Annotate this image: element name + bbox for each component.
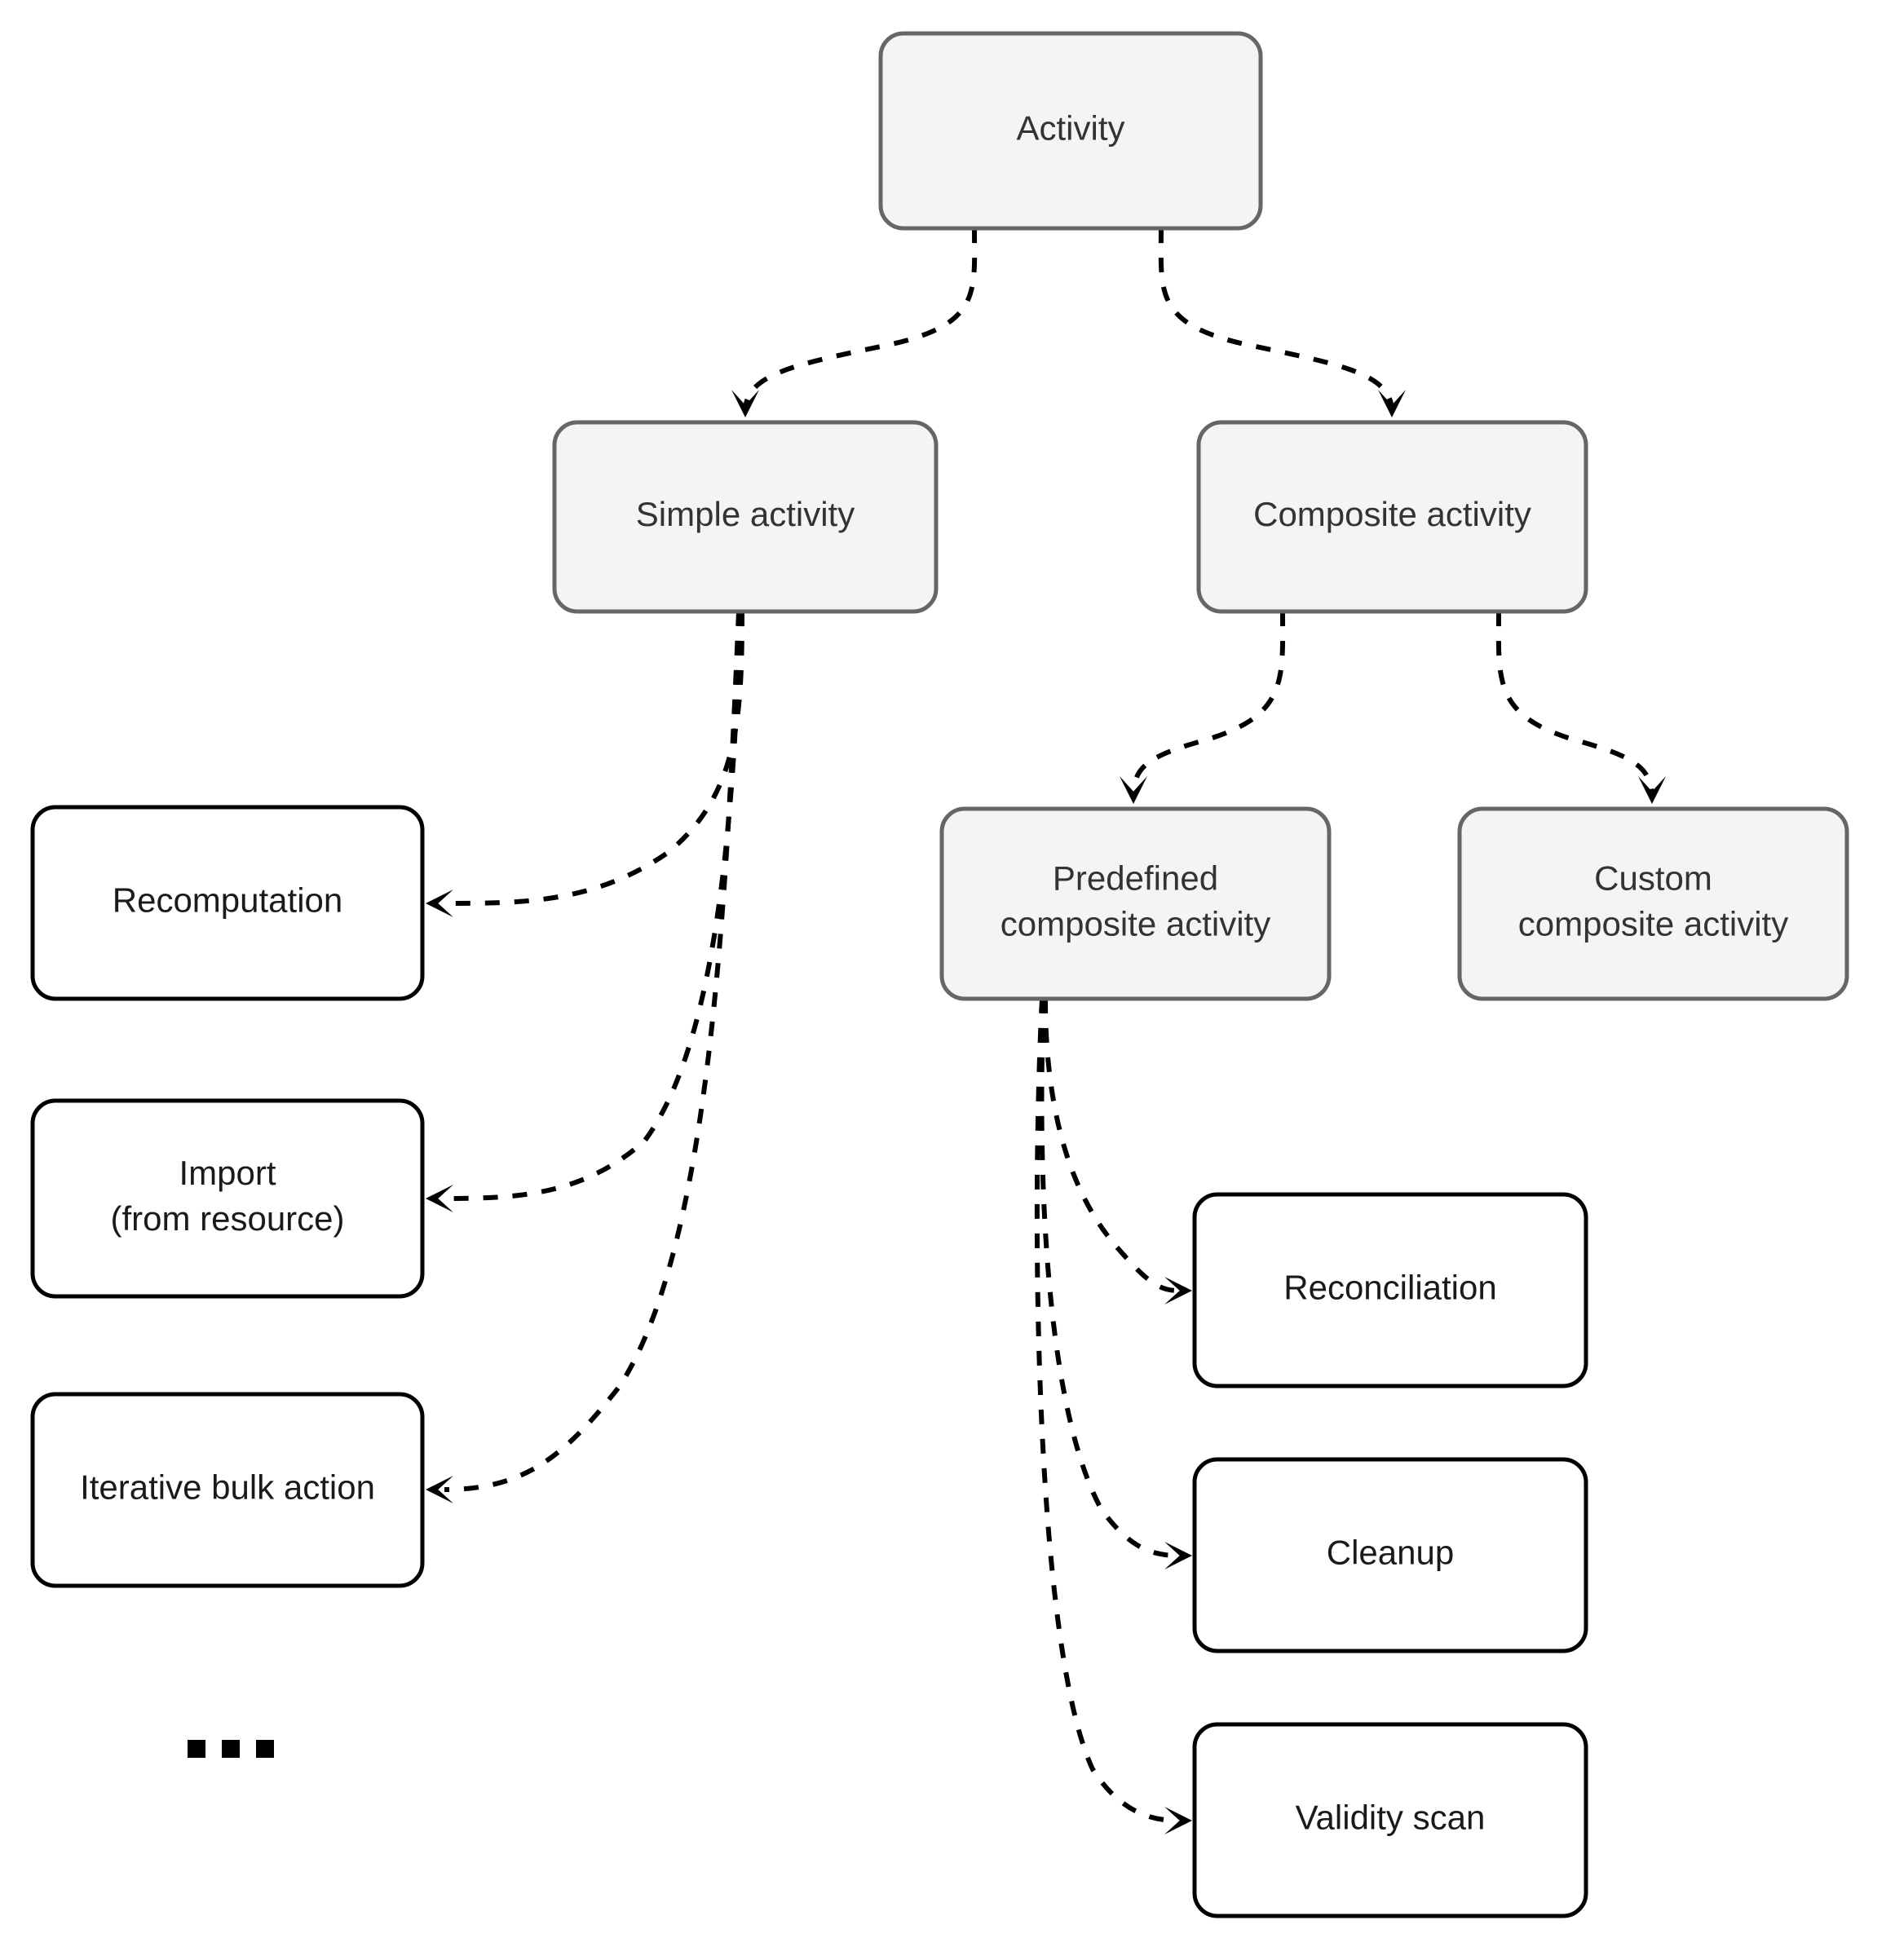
node-recomputation[interactable]: Recomputation: [30, 805, 425, 1001]
node-shape-validityscan[interactable]: [1192, 1722, 1588, 1918]
node-import[interactable]: Import(from resource): [30, 1098, 425, 1299]
arrowhead-composite-to-predefined: [1120, 776, 1147, 804]
arrowhead-composite-to-custom: [1638, 776, 1666, 804]
node-shape-import[interactable]: [30, 1098, 425, 1299]
edge-simple-to-iterative: [444, 611, 741, 1492]
node-reconciliation[interactable]: Reconciliation: [1192, 1192, 1588, 1388]
node-shape-cleanup[interactable]: [1192, 1457, 1588, 1653]
node-shape-composite[interactable]: [1196, 420, 1588, 614]
node-label-composite: Composite activity: [1253, 495, 1531, 533]
node-label-import: Import(from resource): [110, 1154, 344, 1238]
node-simple[interactable]: Simple activity: [552, 420, 939, 614]
node-label-simple: Simple activity: [636, 495, 855, 533]
edge-predefined-to-reconciliation: [1043, 998, 1179, 1293]
node-iterative[interactable]: Iterative bulk action: [30, 1392, 425, 1588]
edges-layer: [444, 227, 1654, 1823]
node-shape-reconciliation[interactable]: [1192, 1192, 1588, 1388]
node-shape-simple[interactable]: [552, 420, 939, 614]
edge-activity-to-composite: [1158, 227, 1394, 413]
node-label-recomputation: Recomputation: [113, 881, 343, 920]
node-shape-iterative[interactable]: [30, 1392, 425, 1588]
node-label-reconciliation: Reconciliation: [1283, 1269, 1496, 1307]
node-label-cleanup: Cleanup: [1327, 1534, 1454, 1572]
arrowhead-activity-to-simple: [731, 390, 759, 417]
node-cleanup[interactable]: Cleanup: [1192, 1457, 1588, 1653]
arrowhead-predefined-to-cleanup: [1164, 1542, 1192, 1569]
arrowhead-predefined-to-reconciliation: [1164, 1277, 1192, 1304]
node-validityscan[interactable]: Validity scan: [1192, 1722, 1588, 1918]
arrowhead-simple-to-import: [426, 1185, 453, 1212]
edge-predefined-to-cleanup: [1039, 998, 1179, 1558]
arrowhead-simple-to-recomputation: [426, 890, 453, 917]
node-label-activity: Activity: [1016, 109, 1124, 148]
arrowheads-layer: [426, 390, 1666, 1834]
node-activity[interactable]: Activity: [878, 31, 1263, 231]
node-shape-recomputation[interactable]: [30, 805, 425, 1001]
node-shape-activity[interactable]: [878, 31, 1263, 231]
node-shape-predefined[interactable]: [939, 806, 1332, 1001]
edge-predefined-to-validityscan: [1034, 998, 1179, 1823]
more-items-ellipsis: [188, 1740, 274, 1758]
edge-composite-to-custom: [1495, 611, 1654, 800]
ellipsis-dot-1: [188, 1740, 205, 1758]
arrowhead-activity-to-composite: [1378, 390, 1406, 417]
arrowhead-predefined-to-validityscan: [1164, 1807, 1192, 1834]
node-label-validityscan: Validity scan: [1296, 1799, 1486, 1837]
arrowhead-simple-to-iterative: [426, 1476, 453, 1503]
edge-activity-to-simple: [743, 227, 978, 413]
edge-simple-to-recomputation: [444, 611, 744, 906]
node-shape-custom[interactable]: [1457, 806, 1849, 1001]
node-label-iterative: Iterative bulk action: [80, 1468, 375, 1507]
edge-composite-to-predefined: [1131, 611, 1286, 800]
ellipsis-dot-3: [256, 1740, 274, 1758]
ellipsis-dot-2: [222, 1740, 240, 1758]
node-composite[interactable]: Composite activity: [1196, 420, 1588, 614]
